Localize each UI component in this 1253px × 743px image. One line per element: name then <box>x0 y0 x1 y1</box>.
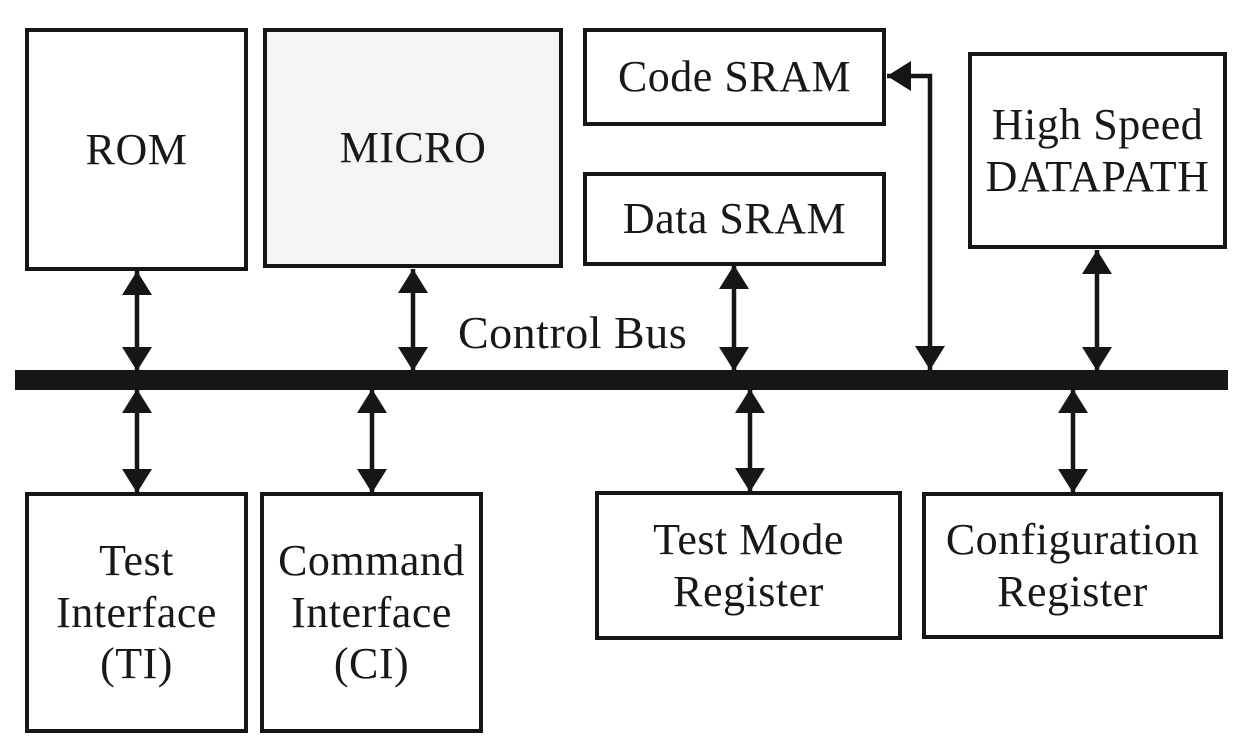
block-test-interface-label: Test Interface (TI) <box>56 535 217 689</box>
block-code-sram-label: Code SRAM <box>617 52 852 102</box>
block-test-mode-register-label: Test Mode Register <box>653 514 844 616</box>
block-configuration-register: Configuration Register <box>922 492 1223 639</box>
block-high-speed-datapath: High Speed DATAPATH <box>968 52 1227 249</box>
block-micro-label: MICRO <box>339 123 487 173</box>
block-high-speed-datapath-label: High Speed DATAPATH <box>985 99 1210 201</box>
block-command-interface: Command Interface (CI) <box>260 492 483 733</box>
block-test-mode-register: Test Mode Register <box>595 491 902 640</box>
control-bus-label: Control Bus <box>458 307 688 358</box>
block-code-sram: Code SRAM <box>583 28 886 126</box>
block-rom-label: ROM <box>85 124 188 174</box>
block-rom: ROM <box>25 28 248 271</box>
arrow-bus-code-sram <box>887 61 945 370</box>
block-micro: MICRO <box>263 28 563 268</box>
block-command-interface-label: Command Interface (CI) <box>278 535 465 689</box>
control-bus-bar <box>15 370 1228 390</box>
block-data-sram-label: Data SRAM <box>622 194 847 244</box>
block-configuration-register-label: Configuration Register <box>945 514 1200 616</box>
block-test-interface: Test Interface (TI) <box>25 492 248 733</box>
block-data-sram: Data SRAM <box>583 172 886 266</box>
